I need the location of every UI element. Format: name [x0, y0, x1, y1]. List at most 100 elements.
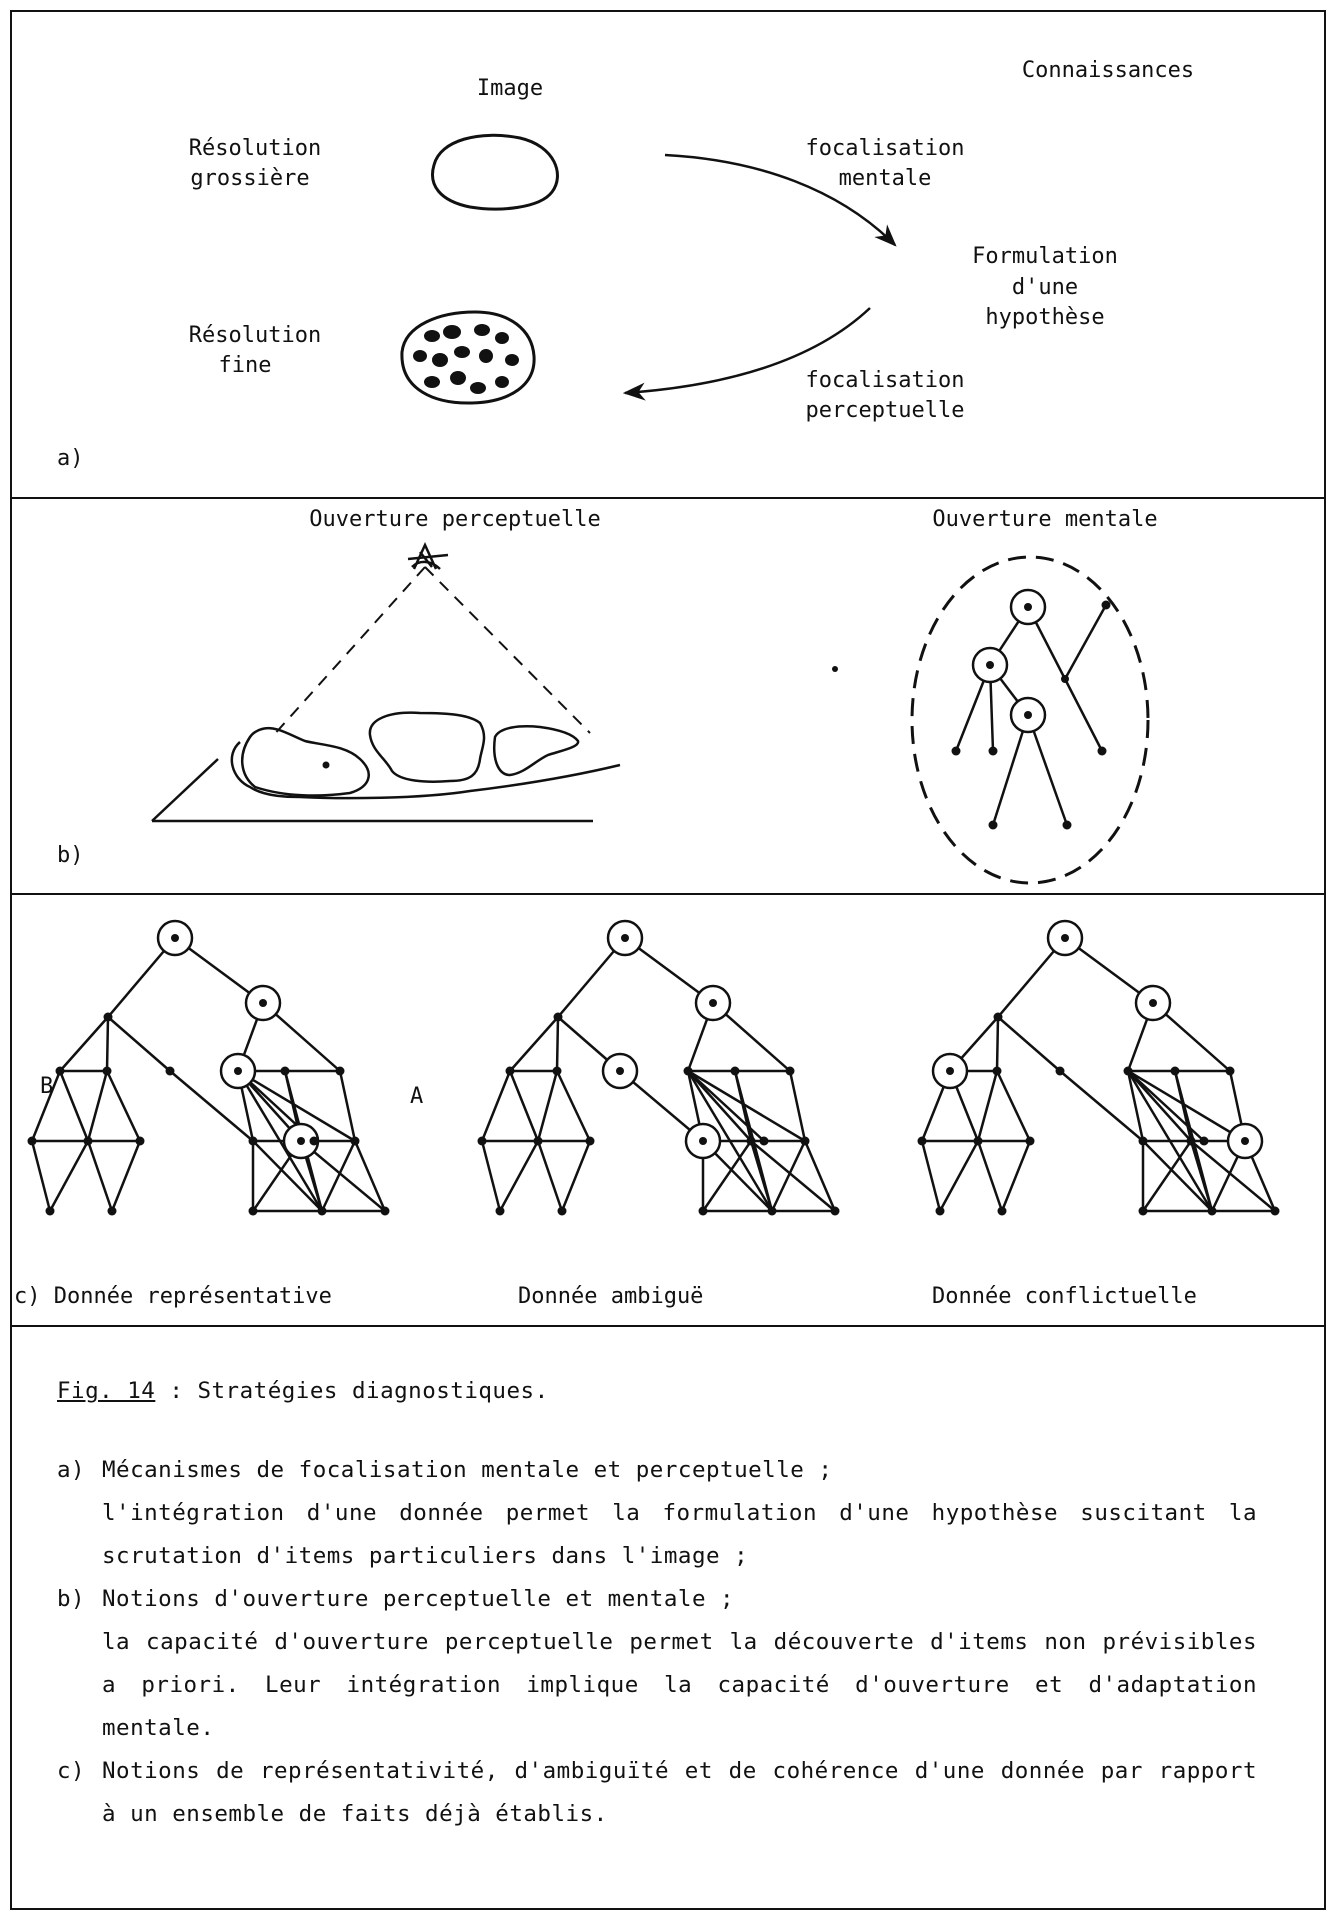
caption-item-b: b) Notions d'ouverture perceptuelle et m… — [57, 1578, 1257, 1750]
graph-edge — [480, 1140, 502, 1212]
graph-node — [767, 1206, 777, 1216]
graph-edge — [920, 1140, 942, 1212]
hypothesis-node-center — [709, 999, 717, 1007]
perceptual-opening-title: Ouverture perceptuelle — [309, 507, 600, 532]
graph-node — [683, 1066, 693, 1076]
panel-a-label: a) — [57, 446, 84, 471]
graph-edge — [770, 1140, 807, 1212]
perceptual-field-of-view — [271, 566, 591, 738]
graph-edge — [237, 1069, 356, 1143]
graph-node — [248, 1206, 258, 1216]
graph-node — [1055, 1066, 1065, 1076]
graph-node — [27, 1136, 37, 1146]
graph-edge — [803, 1140, 837, 1212]
graph-edge — [1127, 1070, 1192, 1142]
graph-edge — [86, 1140, 114, 1212]
graph-node — [107, 1206, 117, 1216]
ambiguous-data-label: Donnée ambiguë — [518, 1284, 703, 1309]
graph-edge — [995, 1016, 1000, 1072]
graph-edge — [560, 1140, 592, 1212]
graph-edge — [687, 1070, 752, 1142]
graph-node — [165, 1066, 175, 1076]
node-a-label: A — [410, 1084, 423, 1109]
divider-b-c — [10, 893, 1326, 895]
caption-title-text: : Stratégies diagnostiques. — [155, 1378, 549, 1404]
caption-item-head: Notions de représentativité, d'ambiguïté… — [102, 1758, 1257, 1827]
conflicting-graph — [917, 919, 1280, 1216]
graph-node — [1207, 1206, 1217, 1216]
graph-node — [477, 1136, 487, 1146]
graph-edge — [1141, 1140, 1193, 1212]
coarse-image-blob — [431, 133, 559, 211]
graph-edge — [1000, 1140, 1032, 1212]
graph-node — [935, 1206, 945, 1216]
perceptual-focus-label-2: perceptuelle — [806, 398, 965, 423]
graph-edge — [1126, 1070, 1214, 1212]
graph-edge — [555, 1016, 560, 1072]
hypothesis-label: Formulation — [972, 244, 1118, 269]
divider-a-b — [10, 497, 1326, 499]
mental-tree-nodes — [951, 588, 1111, 830]
hypothesis-node-center — [699, 1137, 707, 1145]
graph-node — [1199, 1136, 1209, 1146]
graph-node — [317, 1206, 327, 1216]
graph-edge — [788, 1070, 807, 1142]
hypothesis-node-center — [621, 934, 629, 942]
graph-edge — [536, 1070, 559, 1142]
graph-edge — [995, 1070, 1032, 1142]
graph-node — [495, 1206, 505, 1216]
graph-node — [557, 1206, 567, 1216]
graph-node — [1123, 1066, 1133, 1076]
graph-node — [830, 1206, 840, 1216]
graph-edge — [687, 1069, 806, 1143]
hypothesis-node-center — [297, 1137, 305, 1145]
panel-c: B A c) Donnée représentative Donnée ambi… — [14, 919, 1280, 1309]
hypothesis-label-2: d'une — [1012, 275, 1078, 300]
graph-node — [248, 1136, 258, 1146]
graph-node — [280, 1066, 290, 1076]
coarse-resolution-label: Résolution — [189, 136, 321, 161]
image-title: Image — [477, 76, 543, 101]
mental-opening-title: Ouverture mentale — [932, 507, 1157, 532]
ground-plane — [151, 758, 593, 823]
graph-node — [103, 1012, 113, 1022]
fine-image-blob — [400, 310, 536, 405]
graph-node — [309, 1136, 319, 1146]
graph-node — [992, 1066, 1002, 1076]
graph-edge — [701, 1140, 753, 1212]
graph-edge — [1190, 1140, 1276, 1212]
perceptual-focus-label: focalisation — [806, 368, 965, 393]
graph-edge — [1127, 1070, 1205, 1142]
graph-edge — [236, 1070, 324, 1212]
hypothesis-node-center — [171, 934, 179, 942]
graph-edge — [30, 1140, 52, 1212]
graph-edge — [555, 1070, 592, 1142]
caption-item-body: la capacité d'ouverture perceptuelle per… — [102, 1629, 1257, 1741]
graph-edge — [105, 1070, 142, 1142]
graph-edge — [320, 1140, 357, 1212]
caption-item-body: l'intégration d'une donnée permet la for… — [102, 1500, 1257, 1569]
graph-node — [335, 1066, 345, 1076]
caption-item-head: Mécanismes de focalisation mentale et pe… — [102, 1457, 833, 1483]
graph-edge — [58, 1070, 90, 1142]
graph-node — [1138, 1136, 1148, 1146]
hypothesis-node-center — [259, 999, 267, 1007]
graph-node — [552, 1066, 562, 1076]
graph-edge — [252, 1140, 323, 1212]
mental-focus-label: focalisation — [806, 136, 965, 161]
graph-node — [759, 1136, 769, 1146]
graph-edge — [976, 1070, 999, 1142]
graph-node — [505, 1066, 515, 1076]
graph-node — [533, 1136, 543, 1146]
caption-item-label: a) — [57, 1457, 86, 1483]
graph-edge — [48, 1140, 90, 1212]
figure-reference: Fig. 14 — [57, 1378, 156, 1404]
graph-node — [380, 1206, 390, 1216]
graph-node — [585, 1136, 595, 1146]
graph-edge — [353, 1140, 387, 1212]
graph-edge — [107, 1016, 171, 1072]
mental-focus-label-2: mentale — [839, 166, 932, 191]
graph-node — [1270, 1206, 1280, 1216]
caption-item-a: a) Mécanismes de focalisation mentale et… — [57, 1449, 1257, 1578]
panel-a: Image Connaissances Résolution grossière… — [57, 58, 1194, 471]
